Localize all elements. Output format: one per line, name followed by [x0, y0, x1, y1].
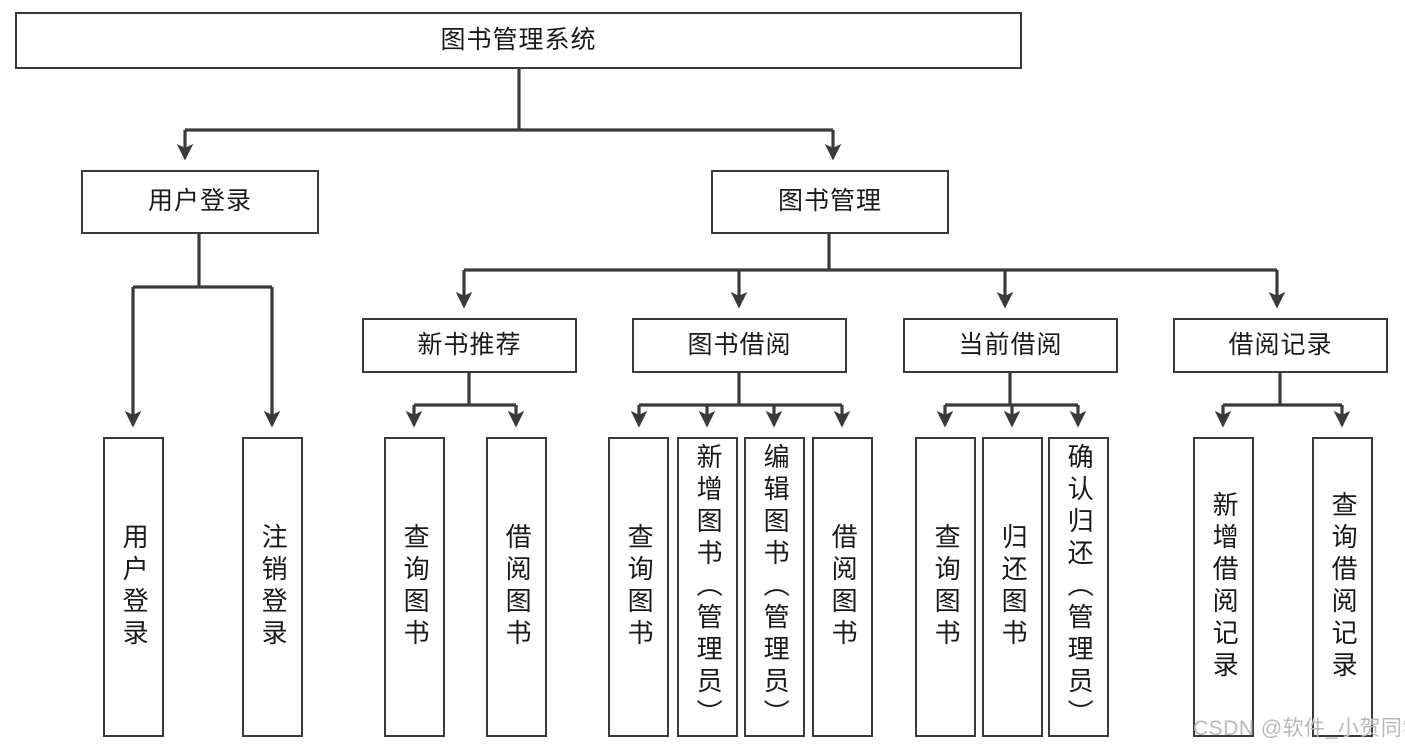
leaf-add-book-admin-label: 新增图书（管理员）: [693, 443, 724, 731]
node-new-book-recommend-label: 新书推荐: [417, 330, 522, 359]
node-new-book-recommend[interactable]: 新书推荐: [362, 318, 577, 373]
leaf-query-book-1[interactable]: 查询图书: [384, 437, 445, 737]
leaf-query-book-2-label: 查询图书: [624, 523, 655, 651]
leaf-add-borrow-record-label: 新增借阅记录: [1209, 491, 1240, 683]
leaf-query-borrow-record-label: 查询借阅记录: [1328, 491, 1359, 683]
leaf-query-book-3[interactable]: 查询图书: [915, 437, 976, 737]
leaf-confirm-return-admin-label: 确认归还（管理员）: [1064, 443, 1095, 731]
node-book-management-label: 图书管理: [777, 187, 882, 216]
node-user-login[interactable]: 用户登录: [81, 170, 319, 234]
leaf-borrow-book-2[interactable]: 借阅图书: [812, 437, 873, 737]
node-root-label: 图书管理系统: [440, 25, 597, 54]
leaf-user-login-label: 用户登录: [119, 523, 150, 651]
leaf-query-book-2[interactable]: 查询图书: [608, 437, 669, 737]
node-current-borrow-label: 当前借阅: [958, 330, 1063, 359]
leaf-confirm-return-admin[interactable]: 确认归还（管理员）: [1048, 437, 1109, 737]
leaf-query-book-1-label: 查询图书: [400, 523, 431, 651]
csdn-watermark: CSDN @软件_小贺同学: [1193, 717, 1405, 740]
node-current-borrow[interactable]: 当前借阅: [903, 318, 1118, 373]
node-root[interactable]: 图书管理系统: [15, 12, 1022, 69]
leaf-edit-book-admin-label: 编辑图书（管理员）: [760, 443, 791, 731]
leaf-add-book-admin[interactable]: 新增图书（管理员）: [677, 437, 738, 737]
leaf-user-logout-label: 注销登录: [258, 523, 289, 651]
leaf-borrow-book-1-label: 借阅图书: [502, 523, 533, 651]
leaf-return-book-label: 归还图书: [998, 523, 1029, 651]
leaf-add-borrow-record[interactable]: 新增借阅记录: [1193, 437, 1254, 737]
node-borrow-record-label: 借阅记录: [1228, 330, 1333, 359]
leaf-borrow-book-2-label: 借阅图书: [828, 523, 859, 651]
node-book-management[interactable]: 图书管理: [711, 170, 949, 234]
node-book-borrow[interactable]: 图书借阅: [632, 318, 847, 373]
leaf-query-book-3-label: 查询图书: [931, 523, 962, 651]
node-book-borrow-label: 图书借阅: [687, 330, 792, 359]
leaf-user-login[interactable]: 用户登录: [103, 437, 164, 737]
leaf-return-book[interactable]: 归还图书: [982, 437, 1043, 737]
leaf-borrow-book-1[interactable]: 借阅图书: [486, 437, 547, 737]
leaf-query-borrow-record[interactable]: 查询借阅记录: [1312, 437, 1373, 737]
node-user-login-label: 用户登录: [147, 187, 252, 216]
leaf-user-logout[interactable]: 注销登录: [242, 437, 303, 737]
leaf-edit-book-admin[interactable]: 编辑图书（管理员）: [744, 437, 805, 737]
node-borrow-record[interactable]: 借阅记录: [1173, 318, 1388, 373]
